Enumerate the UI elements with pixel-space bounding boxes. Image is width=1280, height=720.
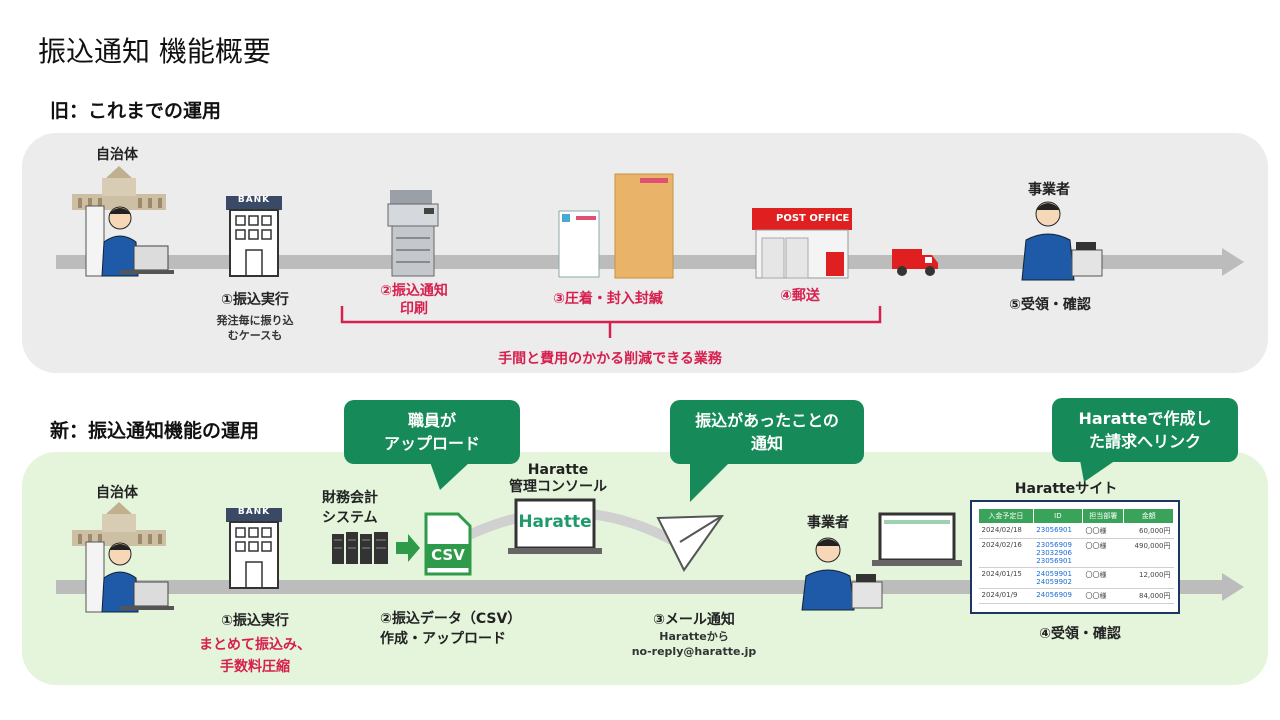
csv-file-label: CSV — [431, 546, 465, 564]
row-dept: 〇〇様 — [1082, 588, 1124, 604]
pressure-seal-postcard-icon — [558, 210, 600, 278]
old-section-heading: 旧：これまでの運用 — [50, 100, 222, 122]
console-logo: Haratte — [518, 512, 592, 532]
table-row[interactable]: 2024/01/15 24059901 24059902 〇〇様 12,000円 — [978, 567, 1174, 589]
reducible-tasks-bracket — [340, 306, 882, 338]
new-bank-sign: BANK — [237, 507, 271, 517]
accounting-system-label: 財務会計 システム — [322, 490, 378, 526]
old-step4-label: ④郵送 — [780, 288, 820, 304]
printer-icon — [387, 190, 439, 277]
staff-at-laptop-icon — [85, 205, 174, 277]
new-step4-label: ④受領・確認 — [1039, 626, 1121, 642]
new-step3-label: ③メール通知 — [653, 612, 735, 628]
row-amount: 490,000円 — [1123, 538, 1174, 568]
post-office-icon — [752, 208, 852, 279]
callout-link-tail — [1080, 460, 1116, 482]
row-dept: 〇〇様 — [1082, 538, 1124, 568]
row-date: 2024/01/15 — [978, 567, 1034, 589]
row-date: 2024/02/16 — [978, 538, 1034, 568]
sealed-envelope-icon — [614, 173, 674, 279]
old-step3-label: ③圧着・封入封緘 — [553, 291, 663, 307]
row-date: 2024/02/18 — [978, 523, 1034, 539]
row-id-link[interactable]: 23056909 23032906 23056901 — [1033, 538, 1083, 568]
post-office-sign: POST OFFICE — [776, 213, 850, 224]
new-business-person-icon — [801, 537, 883, 611]
row-date: 2024/01/9 — [978, 588, 1034, 604]
paper-plane-icon — [656, 514, 724, 572]
csv-file-icon — [424, 512, 472, 576]
new-staff-at-laptop-icon — [85, 541, 174, 613]
reducible-tasks-label: 手間と費用のかかる削減できる業務 — [498, 351, 722, 367]
new-flow-arrow-head — [1222, 573, 1244, 601]
old-step2-label: ②振込通知 印刷 — [380, 283, 448, 317]
old-flow-arrow-head — [1222, 248, 1244, 276]
row-amount: 84,000円 — [1123, 588, 1174, 604]
console-label: Haratte 管理コンソール — [509, 462, 607, 495]
new-business-label: 事業者 — [807, 515, 849, 531]
callout-invoice-link: Haratteで作成し た請求へリンク — [1052, 398, 1238, 462]
invoice-table: 入金予定日 ID 担当部署 金額 2024/02/18 23056901 〇〇様… — [978, 508, 1174, 604]
new-step2-label: ②振込データ（CSV） 作成・アップロード — [380, 611, 522, 647]
table-row[interactable]: 2024/01/9 24056909 〇〇様 84,000円 — [978, 588, 1174, 604]
new-bank-icon — [226, 508, 282, 589]
old-bank-icon — [226, 196, 282, 277]
old-step1-note: 発注毎に振り込 むケースも — [216, 314, 294, 342]
haratte-site-window: 入金予定日 ID 担当部署 金額 2024/02/18 23056901 〇〇様… — [970, 500, 1180, 614]
callout-staff-tail — [430, 462, 470, 490]
new-step1-label: ①振込実行 — [221, 613, 289, 629]
new-step1-note: まとめて振込み、 手数料圧縮 — [199, 637, 311, 675]
table-row[interactable]: 2024/02/16 23056909 23032906 23056901 〇〇… — [978, 538, 1174, 568]
invoice-table-header: 入金予定日 — [978, 508, 1034, 524]
row-dept: 〇〇様 — [1082, 567, 1124, 589]
callout-transfer-notice: 振込があったことの 通知 — [670, 400, 864, 464]
row-id-link[interactable]: 23056901 — [1033, 523, 1083, 539]
server-rack-icon — [332, 532, 388, 564]
new-government-label: 自治体 — [96, 485, 138, 501]
new-flow-arrow-shaft — [56, 580, 1226, 594]
new-government-building-icon — [72, 502, 166, 546]
delivery-truck-icon — [892, 249, 938, 276]
callout-staff-upload: 職員が アップロード — [344, 400, 520, 464]
page-title: 振込通知 機能概要 — [38, 35, 271, 68]
callout-notice-tail — [690, 462, 730, 502]
site-label: Haratteサイト — [1014, 481, 1118, 497]
green-right-arrow-icon — [396, 534, 420, 562]
old-bank-sign: BANK — [237, 195, 271, 205]
row-dept: 〇〇様 — [1082, 523, 1124, 539]
row-amount: 60,000円 — [1123, 523, 1174, 539]
invoice-table-header: 金額 — [1123, 508, 1174, 524]
old-government-label: 自治体 — [96, 147, 138, 163]
row-amount: 12,000円 — [1123, 567, 1174, 589]
invoice-table-header: 担当部署 — [1082, 508, 1125, 524]
row-id-link[interactable]: 24056909 — [1033, 588, 1083, 604]
row-id-link[interactable]: 24059901 24059902 — [1033, 567, 1083, 589]
new-step3-note: Haratteから no-reply@haratte.jp — [631, 630, 757, 658]
admin-console-laptop-icon — [508, 498, 602, 554]
old-business-label: 事業者 — [1028, 182, 1070, 198]
new-section-heading: 新：振込通知機能の運用 — [50, 420, 260, 442]
old-step1-label: ①振込実行 — [221, 292, 289, 308]
invoice-table-header: ID — [1032, 508, 1084, 524]
business-laptop-icon — [872, 512, 962, 566]
business-person-icon — [1021, 201, 1103, 281]
old-step5-label: ⑤受領・確認 — [1009, 297, 1091, 313]
table-row[interactable]: 2024/02/18 23056901 〇〇様 60,000円 — [978, 523, 1174, 539]
